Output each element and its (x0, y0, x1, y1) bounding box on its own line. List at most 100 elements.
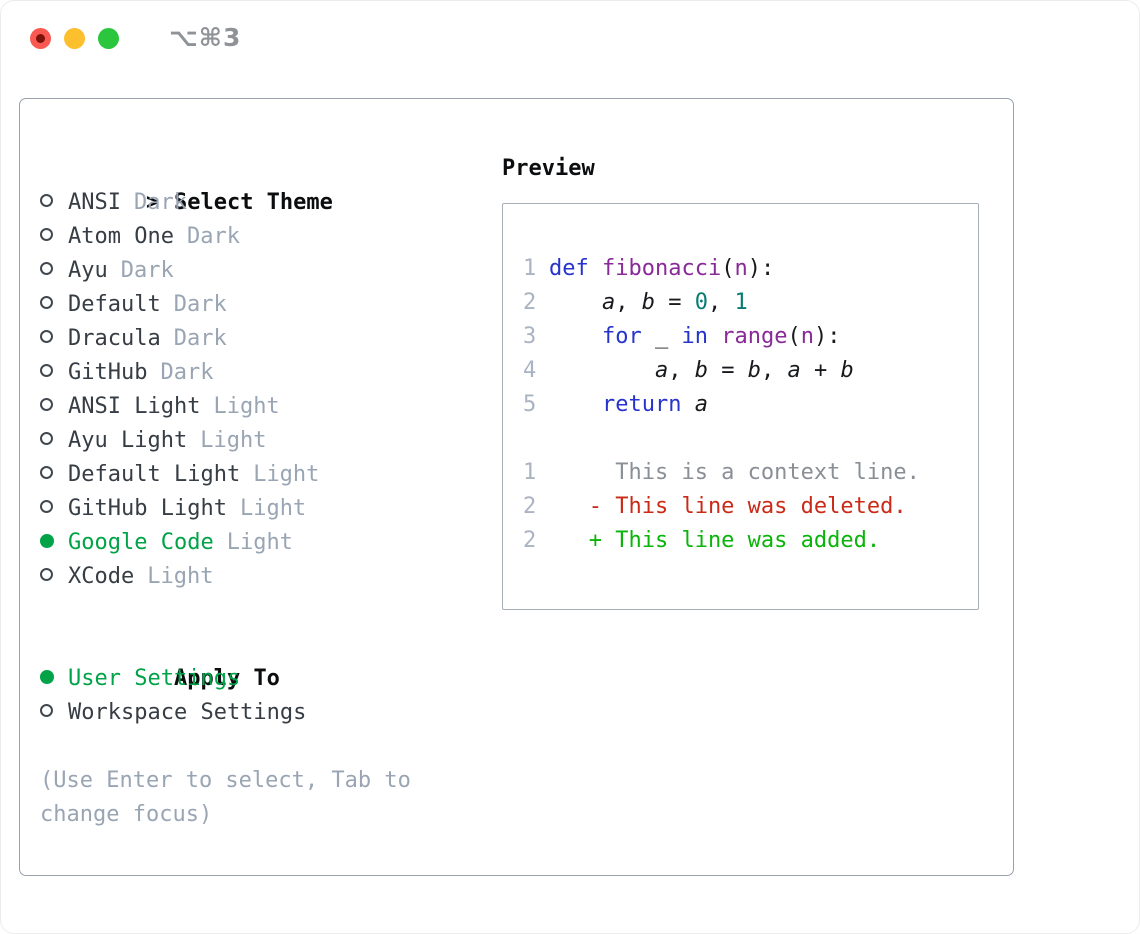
code-token: b (694, 358, 708, 383)
code-token: 0 (694, 290, 708, 315)
minimize-button[interactable] (64, 28, 85, 49)
circle-icon (40, 704, 53, 717)
circle-icon (40, 296, 53, 309)
preview-code-line (523, 422, 978, 456)
theme-name: Ayu Light (68, 428, 188, 453)
prompt-icon: > (145, 190, 160, 215)
theme-variant: Light (147, 564, 214, 589)
radio-icon (40, 186, 68, 220)
radio-icon (40, 390, 68, 424)
radio-icon (40, 254, 68, 288)
spacer (40, 594, 480, 628)
code-token (549, 290, 602, 315)
code-token: ): (747, 256, 775, 281)
preview-title: Preview (502, 156, 595, 181)
theme-variant: Light (226, 530, 293, 555)
theme-variant: Dark (160, 360, 214, 385)
line-number: 5 (523, 392, 537, 417)
circle-icon (40, 568, 53, 581)
circle-icon (40, 432, 53, 445)
radio-icon (40, 322, 68, 356)
circle-icon (40, 262, 53, 275)
theme-variant: Light (253, 462, 320, 487)
theme-name: GitHub (68, 360, 148, 385)
theme-variant: Light (239, 496, 307, 521)
code-token: a (601, 290, 616, 315)
code-token: n (800, 324, 814, 349)
theme-name: Default Light (68, 462, 241, 487)
filled-dot-icon (40, 534, 54, 548)
code-token (549, 358, 655, 383)
line-number: 1 (523, 460, 537, 485)
radio-icon (40, 356, 68, 390)
circle-icon (40, 364, 53, 377)
maximize-button[interactable] (98, 28, 119, 49)
preview-code-line: 1 This is a context line. (523, 456, 978, 490)
apply-to-header-row: Apply To (40, 628, 480, 691)
theme-name: Default (68, 292, 161, 317)
radio-icon (40, 696, 68, 730)
theme-list-item[interactable]: ANSI Light Light (40, 390, 480, 424)
theme-list-item[interactable]: Default Light Light (40, 458, 480, 492)
theme-variant: Dark (173, 326, 227, 351)
code-token: a (787, 358, 801, 383)
theme-name: GitHub Light (68, 496, 227, 521)
code-token: a (694, 392, 708, 417)
theme-variant: Dark (133, 190, 187, 215)
theme-name: Ayu (68, 258, 108, 283)
theme-name: ANSI Light (68, 394, 201, 419)
theme-variant: Light (213, 394, 280, 419)
theme-list-header: Select Theme (173, 190, 333, 215)
preview-code-line: 2 - This line was deleted. (523, 490, 978, 524)
circle-icon (40, 330, 53, 343)
code-token (549, 392, 602, 417)
code-token: 1 (734, 290, 748, 315)
theme-list-item[interactable]: Google Code Light (40, 526, 480, 560)
code-token: range (721, 324, 788, 349)
preview-code-line: 5 return a (523, 388, 978, 422)
close-button[interactable] (30, 28, 51, 49)
theme-list-item[interactable]: GitHub Dark (40, 356, 480, 390)
window-title: ⌥⌘3 (169, 23, 242, 52)
code-token: ( (787, 324, 801, 349)
code-token: for (601, 324, 642, 349)
code-token (589, 256, 602, 281)
radio-icon (40, 220, 68, 254)
code-token: in (681, 324, 708, 349)
code-token (681, 392, 694, 417)
line-number: 2 (523, 494, 537, 519)
circle-icon (40, 194, 53, 207)
radio-icon (40, 458, 68, 492)
code-token: , (615, 290, 642, 315)
apply-to-item[interactable]: Workspace Settings (40, 696, 480, 730)
code-token: ): (813, 324, 841, 349)
theme-list-item[interactable]: GitHub Light Light (40, 492, 480, 526)
line-number: 2 (523, 528, 537, 553)
theme-list-header-row: > Select Theme (40, 152, 480, 215)
code-token: b (840, 358, 854, 383)
radio-icon (40, 288, 68, 322)
theme-variant: Dark (186, 224, 240, 249)
apply-to-item[interactable]: User Settings (40, 662, 480, 696)
theme-name: Google Code (68, 530, 214, 555)
radio-icon (40, 492, 68, 526)
apply-target-name: Workspace Settings (68, 700, 307, 725)
code-token: , (707, 290, 735, 315)
circle-icon (40, 500, 53, 513)
code-token: + (800, 358, 841, 383)
code-token: b (641, 290, 655, 315)
code-token: - This line was deleted. (549, 494, 907, 519)
